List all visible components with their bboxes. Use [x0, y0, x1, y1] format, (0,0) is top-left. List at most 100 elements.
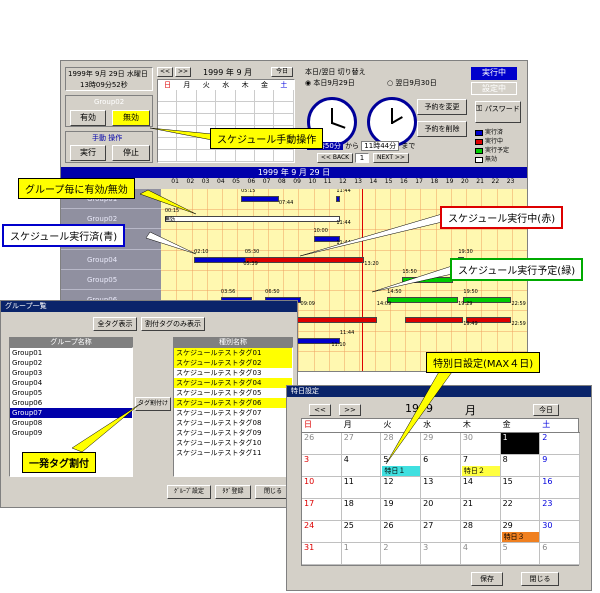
cal-day-cell[interactable] [177, 138, 197, 150]
special-save-button[interactable]: 保存 [471, 572, 503, 586]
disable-button[interactable]: 無効 [112, 110, 150, 126]
run-button[interactable]: 実行 [70, 145, 106, 161]
cal-day-cell[interactable] [216, 90, 236, 102]
password-button[interactable]: ⚿ パスワード [475, 101, 521, 123]
special-today-button[interactable]: 今日 [533, 404, 559, 416]
timeline-group-label[interactable]: Group01 [61, 189, 161, 210]
schedule-bar[interactable] [244, 256, 365, 263]
special-day-cell[interactable]: 31 [302, 543, 342, 565]
cal-today-button[interactable]: 今日 [271, 67, 293, 77]
tag-list-item[interactable]: スケジュールテストタグ01 [174, 348, 292, 358]
tag-list-item[interactable]: スケジュールテストタグ07 [174, 408, 292, 418]
cal-day-cell[interactable] [274, 150, 294, 162]
special-day-cell[interactable]: 24 [302, 521, 342, 543]
schedule-bar[interactable] [241, 196, 279, 202]
special-day-cell[interactable]: 18 [341, 499, 382, 521]
show-assigned-tags-button[interactable]: 割付タグのみ表示 [141, 317, 205, 331]
change-reservation-button[interactable]: 予約を変更 [417, 99, 467, 115]
group-list-item[interactable]: Group05 [10, 388, 132, 398]
group-list-item[interactable]: Group08 [10, 418, 132, 428]
cal-day-cell[interactable] [255, 90, 275, 102]
cal-day-cell[interactable] [274, 114, 294, 126]
schedule-bar[interactable] [290, 317, 377, 324]
special-day-cell[interactable]: 30 [540, 521, 580, 543]
group-setting-button[interactable]: ｸﾞﾙｰﾌﾟ設定 [167, 485, 211, 499]
special-day-cell[interactable]: 23 [540, 499, 580, 521]
cal-day-cell[interactable] [177, 90, 197, 102]
cal-day-cell[interactable] [196, 90, 217, 102]
special-next-button[interactable]: >> [339, 404, 361, 416]
tag-list-item[interactable]: スケジュールテストタグ09 [174, 428, 292, 438]
today-radio[interactable]: ◉ 本日9月29日 [305, 78, 355, 88]
group-list-item[interactable]: Group07 [10, 408, 132, 418]
cal-day-cell[interactable] [235, 150, 255, 162]
cal-day-cell[interactable] [196, 150, 217, 162]
schedule-bar[interactable] [194, 256, 248, 263]
special-day-cell[interactable]: 27 [421, 521, 461, 543]
special-day-cell[interactable]: 20 [421, 499, 461, 521]
group-list-item[interactable]: Group06 [10, 398, 132, 408]
special-day-cell[interactable]: 10 [302, 477, 342, 499]
cal-day-cell[interactable] [158, 114, 178, 126]
tag-register-button[interactable]: ﾀｸﾞ登録 [215, 485, 251, 499]
cal-day-cell[interactable] [216, 102, 236, 114]
special-day-cell[interactable]: 4 [460, 543, 501, 565]
tag-list-item[interactable]: スケジュールテストタグ11 [174, 448, 292, 458]
special-close-button[interactable]: 閉じる [521, 572, 559, 586]
special-day-cell[interactable]: 26 [302, 433, 342, 455]
back-button[interactable]: << BACK [317, 153, 353, 163]
cal-day-cell[interactable] [177, 114, 197, 126]
schedule-bar[interactable] [387, 297, 459, 304]
cal-day-cell[interactable] [158, 126, 178, 138]
cal-day-cell[interactable] [158, 102, 178, 114]
cal-day-cell[interactable] [216, 150, 236, 162]
cal-day-cell[interactable] [255, 114, 275, 126]
enable-button[interactable]: 有効 [70, 110, 106, 126]
cal-day-cell[interactable] [216, 114, 236, 126]
tag-list-item[interactable]: スケジュールテストタグ06 [174, 398, 292, 408]
tag-list-item[interactable]: スケジュールテストタグ02 [174, 358, 292, 368]
special-day-cell[interactable]: 22 [500, 499, 541, 521]
special-day-cell[interactable]: 30 [460, 433, 501, 455]
special-day-cell[interactable]: 8 [500, 455, 541, 477]
group-list-item[interactable]: Group01 [10, 348, 132, 358]
special-day-cell[interactable]: 16 [540, 477, 580, 499]
cal-day-cell[interactable] [235, 114, 255, 126]
special-day-cell[interactable]: 1 [341, 543, 382, 565]
cal-day-cell[interactable] [255, 150, 275, 162]
cal-day-cell[interactable] [196, 114, 217, 126]
cal-day-cell[interactable] [196, 102, 217, 114]
special-day-cell[interactable]: 4 [341, 455, 382, 477]
special-day-cell[interactable]: 17 [302, 499, 342, 521]
special-day-tag[interactable]: 特日３ [501, 532, 540, 542]
special-day-cell[interactable]: 5 [500, 543, 541, 565]
cal-day-cell[interactable] [177, 150, 197, 162]
special-day-cell[interactable]: 2 [381, 543, 422, 565]
special-day-cell[interactable]: 28 [460, 521, 501, 543]
tag-list-item[interactable]: スケジュールテストタグ03 [174, 368, 292, 378]
group-list-item[interactable]: Group03 [10, 368, 132, 378]
cal-day-cell[interactable] [158, 150, 178, 162]
special-day-cell[interactable]: 29 [421, 433, 461, 455]
special-day-cell[interactable]: 3 [302, 455, 342, 477]
special-day-cell[interactable]: 6 [540, 543, 580, 565]
special-day-cell[interactable]: 12 [381, 477, 422, 499]
show-all-tags-button[interactable]: 全タグ表示 [93, 317, 137, 331]
stop-button[interactable]: 停止 [112, 145, 150, 161]
tag-list-item[interactable]: スケジュールテストタグ04 [174, 378, 292, 388]
cal-day-cell[interactable] [158, 90, 178, 102]
schedule-bar[interactable] [164, 216, 340, 223]
special-day-cell[interactable]: 25 [341, 521, 382, 543]
cal-prev-button[interactable]: << [157, 67, 173, 77]
group-list-item[interactable]: Group09 [10, 428, 132, 438]
special-day-tag[interactable]: 特日２ [461, 466, 500, 476]
special-day-tag[interactable]: 特日１ [382, 466, 421, 476]
cal-day-cell[interactable] [255, 102, 275, 114]
schedule-bar[interactable] [463, 297, 512, 304]
special-day-cell[interactable]: 14 [460, 477, 501, 499]
special-day-cell[interactable]: 28 [381, 433, 422, 455]
tomorrow-radio[interactable]: ○ 翌日9月30日 [387, 78, 437, 88]
tag-list-item[interactable]: スケジュールテストタグ08 [174, 418, 292, 428]
schedule-bar[interactable] [336, 196, 340, 202]
special-day-cell[interactable]: 27 [341, 433, 382, 455]
